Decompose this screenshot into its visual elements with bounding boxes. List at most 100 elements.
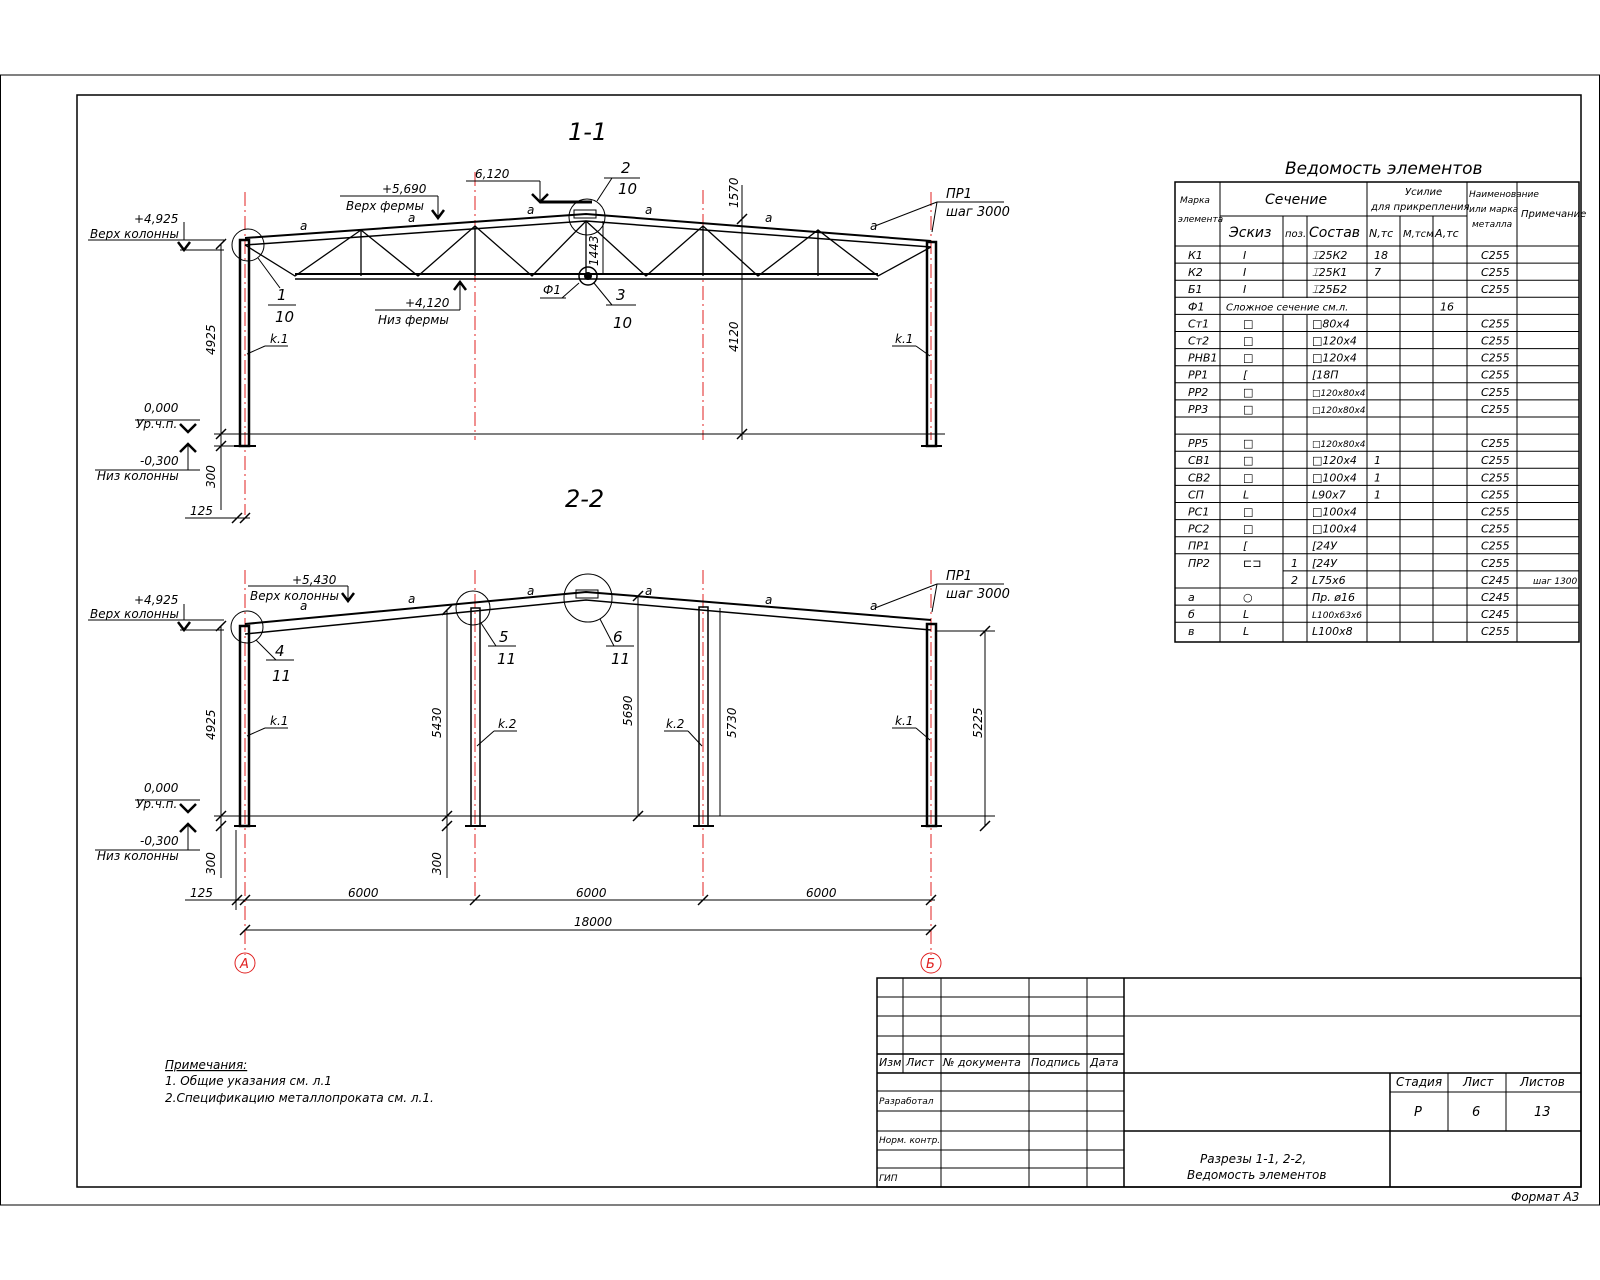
callout-4-sheet: 11	[272, 667, 291, 685]
th-mark-2: элемента	[1178, 215, 1223, 225]
row-composition: [24У	[1312, 540, 1338, 553]
table-title: Ведомость элементов	[1285, 159, 1483, 179]
row-sketch: □	[1243, 335, 1253, 348]
dim-span-1: 6000	[348, 886, 379, 900]
elev-top-col-22-lbl: Верх колонны	[90, 607, 179, 621]
row-force-q: 16	[1440, 300, 1454, 313]
row-composition: L100х8	[1312, 625, 1353, 638]
th-pos: поз.	[1285, 229, 1306, 240]
elev-bottom-11-lbl: Низ колонны	[97, 469, 179, 483]
row-mark: РС1	[1188, 506, 1209, 519]
callout-circle-6	[563, 573, 613, 623]
elev-bottom-11-val: -0,300	[140, 454, 179, 468]
row-composition: □120х4	[1312, 454, 1357, 467]
row-mark: б	[1188, 608, 1195, 621]
row-sketch: ○	[1243, 591, 1253, 604]
callout-circle-2	[568, 198, 606, 236]
elev-top-mid-22-lbl: Верх колонны	[250, 589, 339, 603]
row-steel: С255	[1481, 317, 1510, 330]
dim-6120: 6,120	[475, 167, 510, 181]
row-composition: ⌶25К1	[1312, 266, 1347, 279]
th-note: Примечание	[1521, 209, 1586, 220]
sheet-format: Формат А3	[1511, 1190, 1579, 1204]
elev-floor-22-lbl: Ур.ч.п.	[136, 797, 177, 811]
row-composition: [24У	[1312, 557, 1338, 570]
stamp-ndoc: № документа	[942, 1056, 1021, 1069]
stamp-stadia: Р	[1414, 1105, 1422, 1120]
th-force-2: для прикрепления	[1370, 202, 1470, 213]
column-mark-mid2-22: k.2	[666, 717, 684, 731]
th-name: Наименование	[1469, 190, 1539, 200]
stamp-razrab: Разработал	[879, 1097, 934, 1107]
purlin-label: а	[645, 203, 652, 217]
row-mark: СВ1	[1188, 454, 1210, 467]
row-composition: □120х4	[1312, 335, 1357, 348]
row-sketch: [	[1243, 540, 1248, 553]
row-mark: РР2	[1188, 386, 1208, 399]
purlin-label: а	[300, 599, 307, 613]
column-mark-mid1-22: k.2	[498, 717, 516, 731]
stamp-podp: Подпись	[1031, 1056, 1080, 1069]
row-composition: □100х4	[1312, 506, 1357, 519]
row-force-n: 1	[1374, 488, 1381, 501]
row-sketch: □	[1243, 523, 1253, 536]
purlin-label: а	[300, 219, 307, 233]
notes-block: Примечания: 1. Общие указания см. л.1 2.…	[165, 1058, 434, 1105]
dim-span-2: 6000	[576, 886, 607, 900]
column-mark-right-11: k.1	[895, 332, 913, 346]
th-comp: Состав	[1309, 225, 1360, 241]
row-force-n: 1	[1374, 454, 1381, 467]
purlin-label: а	[765, 211, 772, 225]
elev-truss-top-lbl: Верх фермы	[346, 199, 424, 213]
row-mark: РР3	[1188, 403, 1208, 416]
row-sketch: ⊏⊐	[1243, 557, 1261, 570]
row-sketch: □	[1243, 471, 1253, 484]
dim-4120: 4120	[727, 321, 741, 352]
row-composition: L75х6	[1312, 574, 1346, 587]
stamp-data: Дата	[1089, 1056, 1119, 1069]
row-mark: СВ2	[1188, 471, 1210, 484]
row-mark: ПР2	[1188, 557, 1210, 570]
row-steel: С255	[1481, 369, 1510, 382]
stamp-list: Лист	[905, 1056, 934, 1069]
th-m: M,тсм	[1403, 229, 1434, 240]
notes-head: Примечания:	[165, 1058, 247, 1072]
inner-frame	[76, 94, 1582, 1188]
row-mark: Ст2	[1188, 335, 1209, 348]
dim-300-11: 300	[204, 465, 218, 488]
row-composition: □100х4	[1312, 471, 1357, 484]
column-mark-left-22: k.1	[270, 714, 288, 728]
row-pos: 2	[1291, 574, 1298, 587]
row-steel: С255	[1481, 266, 1510, 279]
row-sketch: □	[1243, 506, 1253, 519]
row-mark: РР5	[1188, 437, 1208, 450]
row-mark: СП	[1188, 488, 1204, 501]
row-steel: С255	[1481, 506, 1510, 519]
section-1-1: 1-1 а а а а а а	[88, 118, 1010, 524]
row-steel: С255	[1481, 352, 1510, 365]
row-mark: а	[1188, 591, 1195, 604]
notes-line-2: 2.Спецификацию металлопроката см. л.1.	[165, 1091, 434, 1105]
axis-bubble-a	[234, 952, 256, 974]
row-sketch: I	[1243, 266, 1246, 279]
row-steel: С255	[1481, 488, 1510, 501]
elev-top-col-11-lbl: Верх колонны	[90, 227, 179, 241]
row-steel: С245	[1481, 608, 1510, 621]
row-composition: ⌶25К2	[1312, 249, 1347, 262]
dim-5225: 5225	[971, 707, 985, 738]
row-composition: L90х7	[1312, 488, 1346, 501]
truss-f1	[244, 212, 932, 280]
stamp-gip: ГИП	[879, 1174, 898, 1184]
purlin-label: а	[645, 584, 652, 598]
row-mark: К1	[1188, 249, 1203, 262]
row-steel: С245	[1481, 574, 1510, 587]
row-steel: С255	[1481, 523, 1510, 536]
dim-5690: 5690	[621, 695, 635, 726]
row-steel: С245	[1481, 591, 1510, 604]
row-composition: [18П	[1312, 369, 1339, 382]
row-sketch: □	[1243, 454, 1253, 467]
row-mark: в	[1188, 625, 1194, 638]
row-steel: С255	[1481, 625, 1510, 638]
purlin-label: а	[408, 211, 415, 225]
